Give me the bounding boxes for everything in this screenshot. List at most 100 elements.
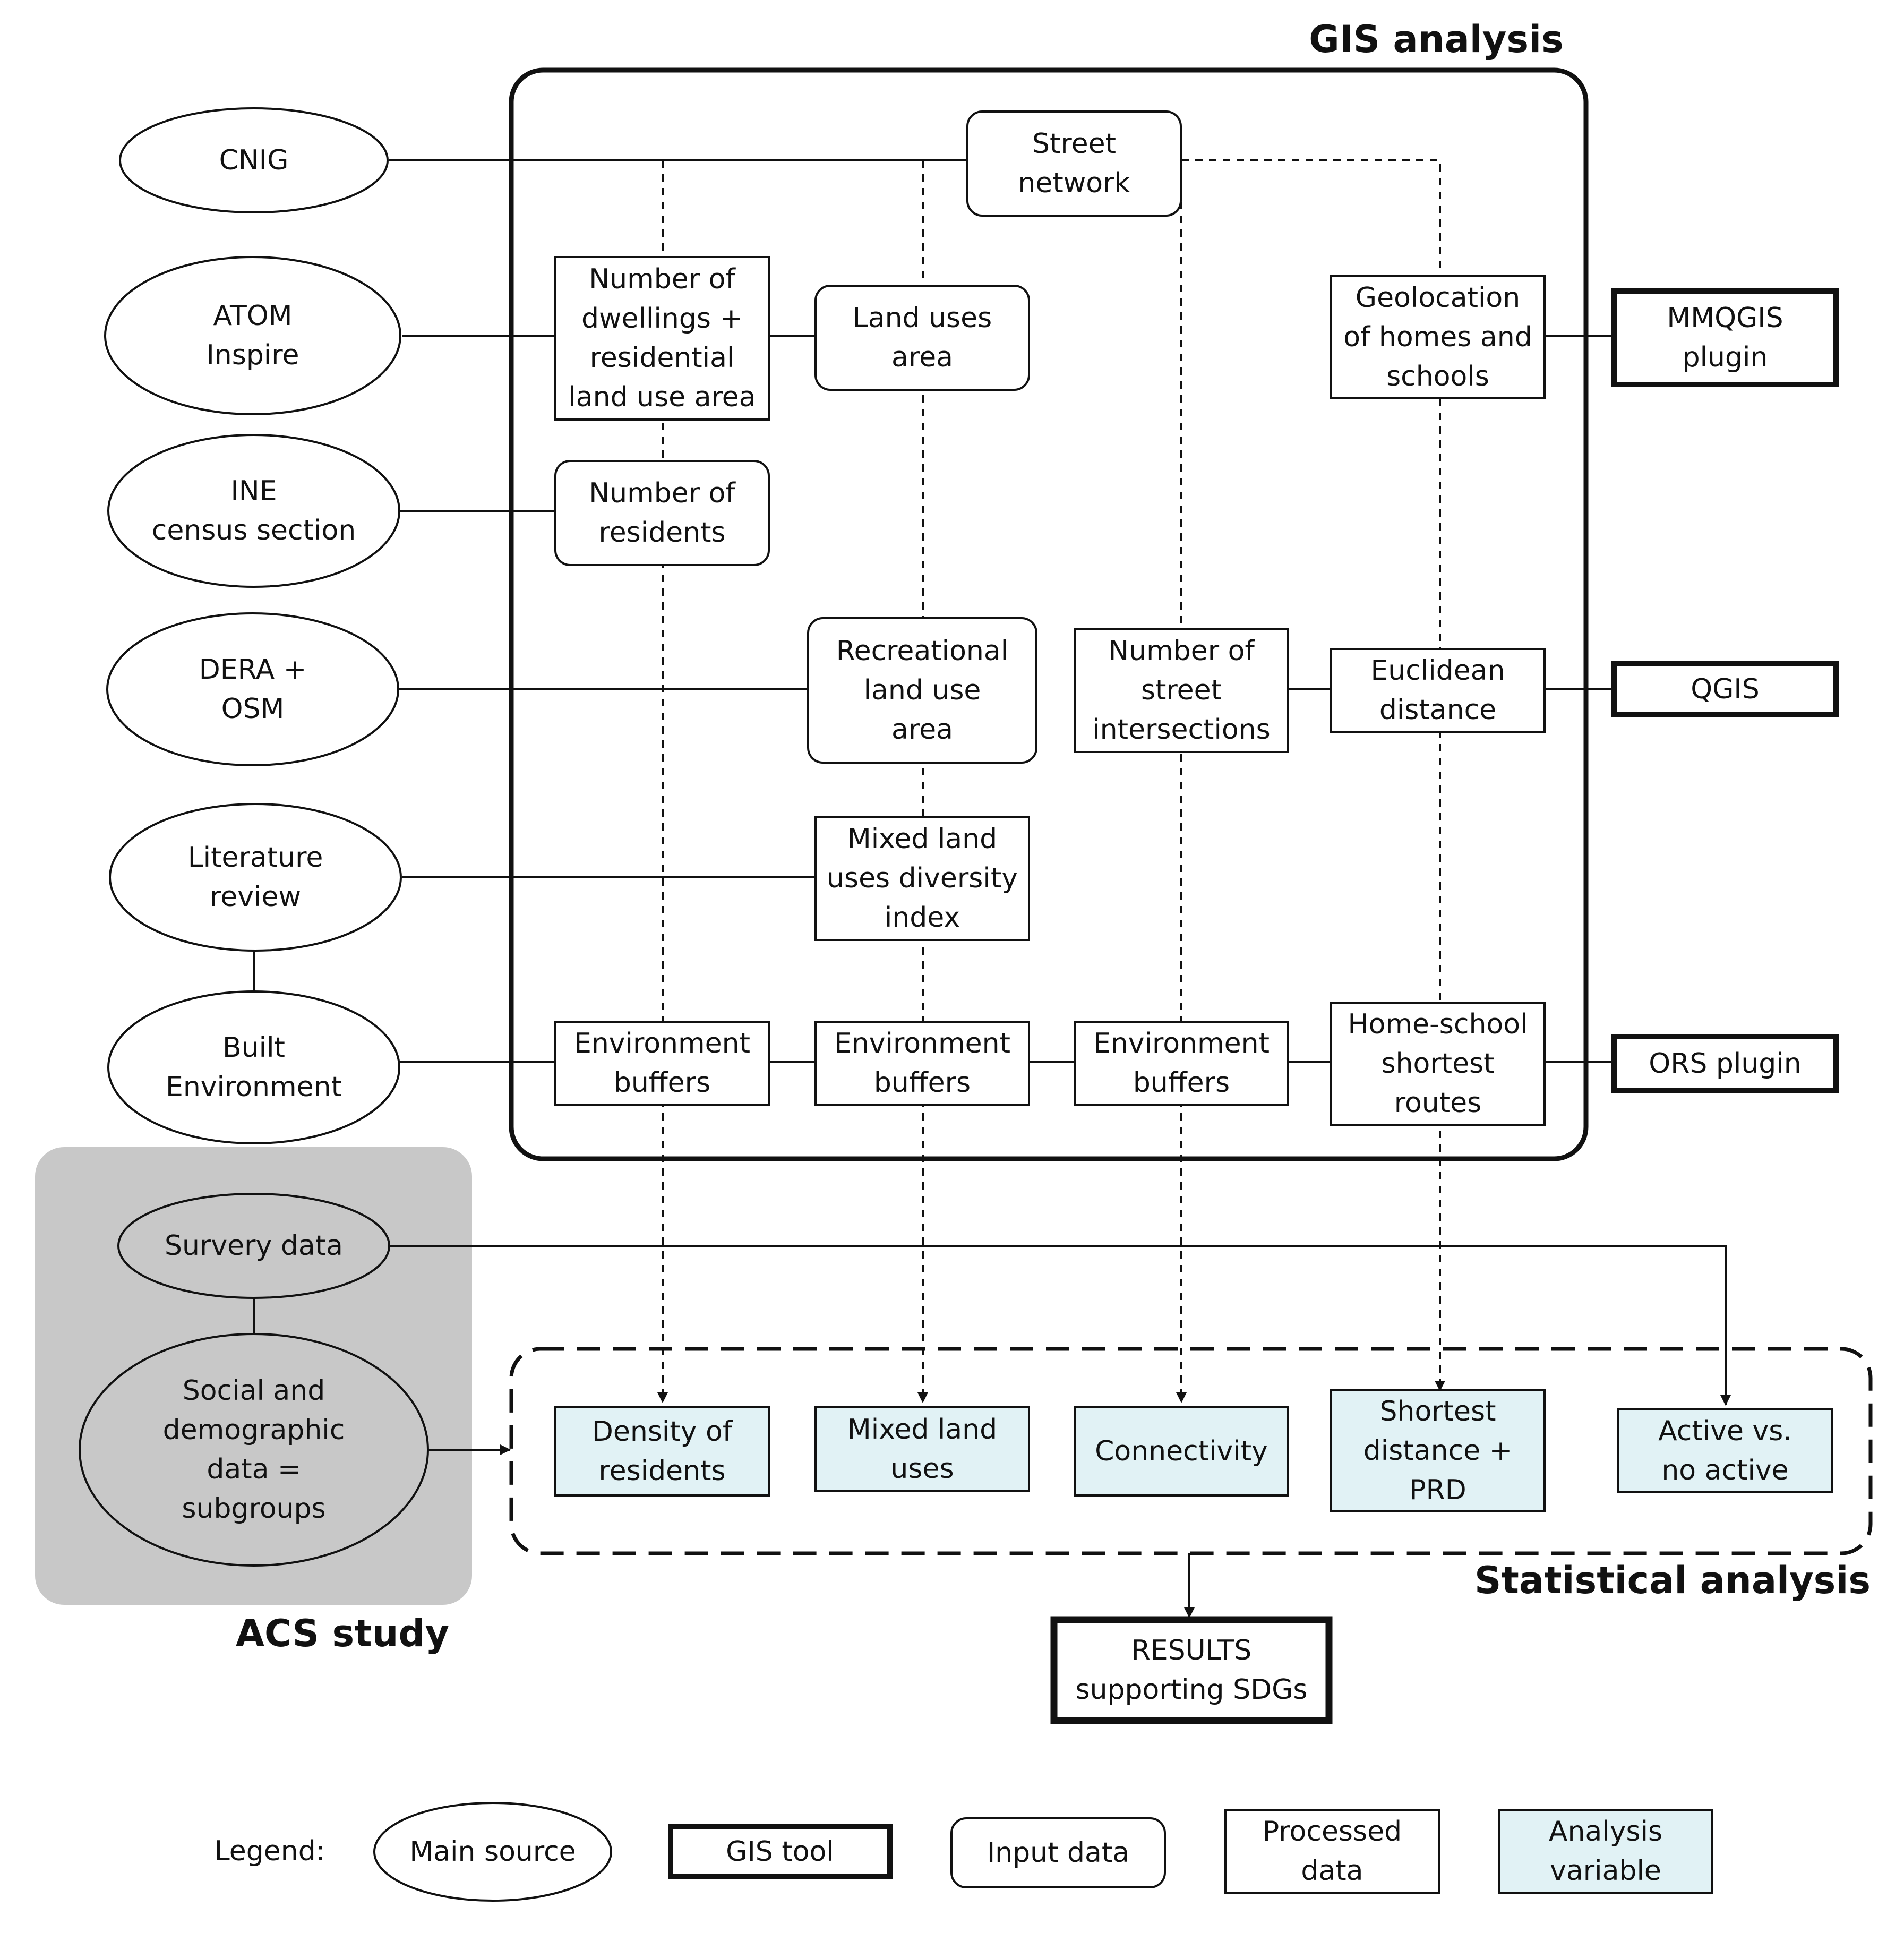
label-sources-social-line-1: Social and bbox=[183, 1375, 325, 1407]
label-input-data-recreational-line-1: Recreational bbox=[836, 635, 1008, 667]
label-input-data-recreational-line-2: land use bbox=[864, 674, 981, 706]
label-tools-qgis-line-1: QGIS bbox=[1691, 673, 1760, 705]
legend-input-data-shape bbox=[950, 1817, 1166, 1888]
input-number-residents bbox=[554, 460, 770, 566]
processed-euclidean bbox=[1330, 648, 1546, 733]
processed-intersections bbox=[1074, 628, 1289, 753]
processed-data-boxes bbox=[554, 256, 1546, 1126]
label-analysis-variables-density-line-2: residents bbox=[598, 1455, 725, 1487]
gis-tools bbox=[1611, 288, 1839, 1093]
label-analysis-variables-shortest-line-1: Shortest bbox=[1379, 1396, 1496, 1427]
label-sources-ine-line-2: census section bbox=[152, 515, 356, 546]
processed-buffers-3 bbox=[1074, 1021, 1289, 1106]
tool-qgis bbox=[1611, 661, 1839, 717]
label-processed-data-routes-line-3: routes bbox=[1394, 1087, 1481, 1119]
label-input-data-number-residents-line-1: Number of bbox=[589, 477, 736, 509]
label-sources-dera-line-1: DERA + bbox=[199, 654, 307, 686]
label-sources-social-line-3: data = bbox=[207, 1453, 301, 1485]
label-processed-data-euclidean-line-1: Euclidean bbox=[1370, 655, 1505, 687]
input-recreational bbox=[807, 617, 1037, 764]
solid-connectors bbox=[253, 159, 1731, 1618]
label-analysis-variables-active-line-2: no active bbox=[1661, 1455, 1788, 1486]
label-processed-data-mixed-index-line-2: uses diversity bbox=[827, 862, 1018, 894]
legend bbox=[373, 1802, 1713, 1902]
label-sources-cnig-line-1: CNIG bbox=[219, 144, 289, 176]
label-analysis-variables-shortest-line-3: PRD bbox=[1409, 1474, 1466, 1506]
variable-density bbox=[554, 1406, 770, 1497]
label-sources-social-line-4: subgroups bbox=[182, 1493, 325, 1525]
source-atom bbox=[104, 256, 401, 415]
label-legend-gis-tool-line-1: GIS tool bbox=[726, 1836, 834, 1868]
input-data-boxes bbox=[554, 110, 1182, 764]
label-analysis-variables-mixed-uses-line-2: uses bbox=[890, 1453, 954, 1485]
label-legend-analysis-variable-line-1: Analysis bbox=[1549, 1816, 1662, 1848]
label-tools-ors-line-1: ORS plugin bbox=[1649, 1048, 1801, 1080]
label-input-data-recreational-line-3: area bbox=[891, 714, 953, 746]
label-processed-data-dwellings-line-2: dwellings + bbox=[581, 303, 743, 335]
label-sources-ine-line-1: INE bbox=[230, 475, 277, 507]
label-tools-mmqgis-line-1: MMQGIS bbox=[1667, 302, 1783, 334]
label-sources-social-line-2: demographic bbox=[163, 1414, 345, 1446]
label-analysis-variables-shortest-line-2: distance + bbox=[1363, 1435, 1512, 1467]
label-processed-data-dwellings-line-4: land use area bbox=[568, 381, 756, 413]
gis-analysis-frame bbox=[509, 67, 1589, 1161]
processed-dwellings bbox=[554, 256, 770, 421]
processed-buffers-1 bbox=[554, 1021, 770, 1106]
label-processed-data-intersections-line-3: intersections bbox=[1092, 714, 1271, 746]
label-processed-data-buffers3-line-1: Environment bbox=[1093, 1028, 1270, 1059]
source-literature bbox=[109, 803, 402, 952]
label-processed-data-routes-line-2: shortest bbox=[1381, 1048, 1494, 1080]
processed-geolocation bbox=[1330, 275, 1546, 399]
label-input-data-street-network-line-2: network bbox=[1018, 167, 1130, 199]
label-processed-data-geolocation-line-1: Geolocation bbox=[1356, 282, 1520, 314]
label-sources-literature-line-1: Literature bbox=[188, 842, 323, 874]
analysis-variable-boxes bbox=[554, 1389, 1833, 1512]
label-processed-data-routes-line-1: Home-school bbox=[1348, 1008, 1528, 1040]
label-processed-data-mixed-index-line-1: Mixed land bbox=[847, 823, 997, 855]
main-sources bbox=[79, 107, 429, 1567]
label-processed-data-intersections-line-2: street bbox=[1141, 674, 1222, 706]
label-processed-data-dwellings-line-1: Number of bbox=[589, 263, 736, 295]
variable-connectivity bbox=[1074, 1406, 1289, 1497]
label-legend-processed-data-line-1: Processed bbox=[1263, 1816, 1402, 1848]
label-sources-literature-line-2: review bbox=[210, 881, 301, 913]
legend-gis-tool-shape bbox=[668, 1824, 893, 1879]
processed-mixed-index bbox=[814, 816, 1030, 941]
legend-title: Legend: bbox=[215, 1835, 325, 1867]
input-street-network bbox=[966, 110, 1182, 217]
label-processed-data-buffers2-line-1: Environment bbox=[834, 1028, 1010, 1059]
label-input-data-street-network-line-1: Street bbox=[1032, 128, 1116, 160]
title-gis-analysis: GIS analysis bbox=[1309, 18, 1564, 61]
label-results-line-2: supporting SDGs bbox=[1075, 1674, 1307, 1706]
label-sources-survey-line-1: Survery data bbox=[165, 1230, 343, 1262]
label-processed-data-buffers1-line-2: buffers bbox=[614, 1067, 710, 1099]
label-processed-data-dwellings-line-3: residential bbox=[590, 342, 735, 374]
label-legend-analysis-variable-line-2: variable bbox=[1550, 1855, 1661, 1887]
source-social bbox=[79, 1333, 429, 1567]
legend-main-source-shape bbox=[373, 1802, 612, 1902]
processed-buffers-2 bbox=[814, 1021, 1030, 1106]
label-processed-data-buffers1-line-1: Environment bbox=[574, 1028, 750, 1059]
label-processed-data-buffers3-line-2: buffers bbox=[1133, 1067, 1230, 1099]
label-sources-built-line-2: Environment bbox=[166, 1071, 342, 1103]
source-built bbox=[107, 990, 400, 1144]
processed-routes bbox=[1330, 1002, 1546, 1126]
label-analysis-variables-mixed-uses-line-1: Mixed land bbox=[847, 1414, 997, 1446]
label-processed-data-buffers2-line-2: buffers bbox=[874, 1067, 971, 1099]
label-processed-data-euclidean-line-2: distance bbox=[1379, 694, 1496, 726]
input-land-uses-area bbox=[814, 285, 1030, 391]
label-legend-input-data-line-1: Input data bbox=[987, 1837, 1129, 1869]
variable-active bbox=[1617, 1408, 1833, 1493]
results-box bbox=[1050, 1616, 1333, 1724]
label-results-line-1: RESULTS bbox=[1131, 1635, 1252, 1666]
source-survey bbox=[117, 1193, 390, 1299]
source-dera bbox=[106, 612, 399, 766]
dashed-connectors bbox=[657, 159, 1445, 1403]
source-ine bbox=[107, 434, 400, 588]
label-legend-processed-data-line-2: data bbox=[1301, 1855, 1363, 1887]
label-analysis-variables-density-line-1: Density of bbox=[592, 1416, 733, 1448]
statistical-analysis-frame bbox=[509, 1347, 1873, 1555]
